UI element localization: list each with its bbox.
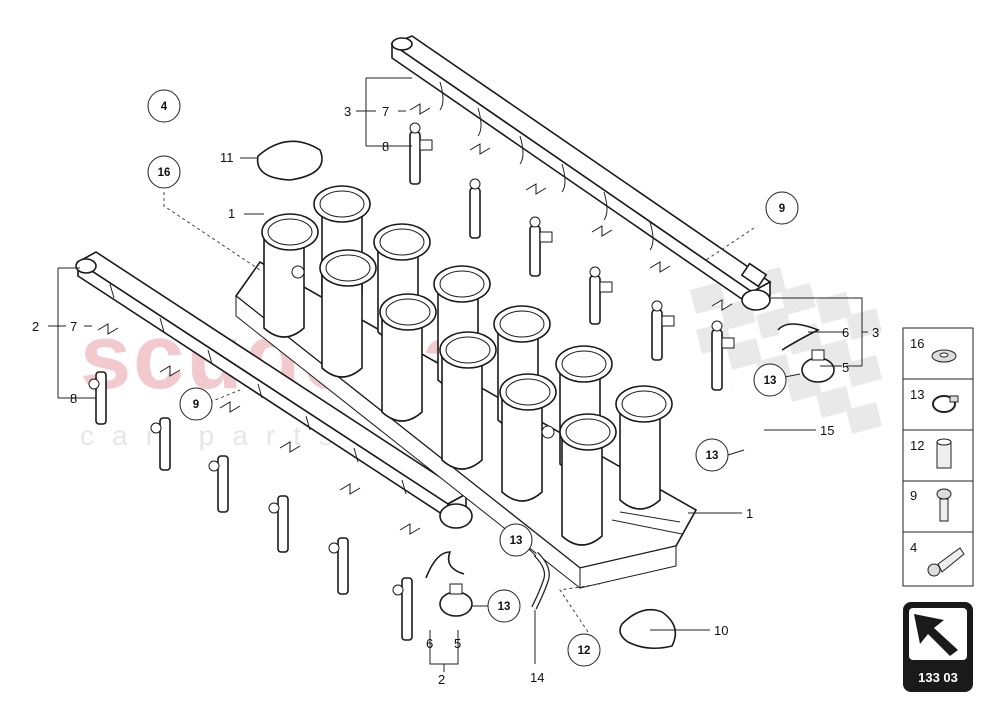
label-1-top: 1 bbox=[228, 206, 235, 221]
svg-text:4: 4 bbox=[161, 101, 168, 113]
svg-text:13: 13 bbox=[910, 387, 924, 402]
label-10: 10 bbox=[714, 623, 728, 638]
callout-12[interactable]: 12 bbox=[567, 633, 601, 667]
number-labels: 1 1 2 2 3 3 5 5 6 6 7 7 8 8 10 11 14 15 bbox=[32, 104, 879, 687]
o-ring-seal[interactable] bbox=[256, 140, 323, 181]
svg-text:9: 9 bbox=[910, 488, 917, 503]
legend-row-13[interactable]: 13 bbox=[910, 387, 959, 413]
legend-row-16[interactable]: 16 bbox=[910, 336, 957, 363]
washer-icon bbox=[931, 349, 957, 363]
label-8-left: 8 bbox=[70, 391, 77, 406]
spring-clip-upper[interactable] bbox=[777, 323, 820, 351]
label-6-right: 6 bbox=[842, 325, 849, 340]
arrow-up-left-icon bbox=[914, 614, 958, 656]
callout-16[interactable]: 16 bbox=[147, 155, 181, 189]
injector-u4 bbox=[589, 266, 613, 325]
diagram-nav-badge[interactable]: 133 03 bbox=[903, 602, 973, 692]
injector-u6 bbox=[711, 320, 735, 391]
svg-text:12: 12 bbox=[578, 645, 591, 657]
injector-l3 bbox=[208, 455, 229, 513]
callout-13-a[interactable]: 13 bbox=[753, 363, 787, 397]
runner-front-4 bbox=[439, 331, 497, 470]
injectors-lower[interactable] bbox=[88, 371, 413, 641]
injector-l5 bbox=[328, 537, 349, 595]
svg-text:13: 13 bbox=[764, 375, 777, 387]
svg-text:16: 16 bbox=[158, 167, 171, 179]
pressure-regulator-lower[interactable] bbox=[439, 583, 486, 617]
runner-front-6 bbox=[559, 413, 617, 546]
runner-front-2 bbox=[319, 249, 377, 378]
hose-clamp-icon bbox=[932, 395, 959, 413]
label-5-right: 5 bbox=[842, 360, 849, 375]
runner-back-6 bbox=[615, 385, 673, 510]
pressure-regulator-upper[interactable] bbox=[789, 349, 835, 383]
spring-clip-lower[interactable] bbox=[425, 551, 465, 579]
injector-l4 bbox=[268, 495, 289, 553]
retaining-clips[interactable] bbox=[97, 103, 733, 535]
label-14: 14 bbox=[530, 670, 544, 685]
manifold-gasket[interactable] bbox=[619, 608, 677, 650]
label-7-top: 7 bbox=[382, 104, 389, 119]
svg-text:13: 13 bbox=[510, 535, 523, 547]
label-8-top: 8 bbox=[382, 139, 389, 154]
injector-u3 bbox=[529, 216, 553, 277]
injector-u2 bbox=[469, 178, 481, 239]
svg-text:9: 9 bbox=[779, 203, 785, 215]
runner-front-5 bbox=[499, 373, 557, 502]
fuel-rail-upper[interactable] bbox=[390, 35, 772, 311]
legend-row-9[interactable]: 9 bbox=[910, 488, 952, 522]
injector-l6 bbox=[392, 577, 413, 641]
label-7-left: 7 bbox=[70, 319, 77, 334]
injector-u1 bbox=[409, 122, 433, 185]
svg-text:9: 9 bbox=[193, 399, 199, 411]
leader-lines bbox=[48, 77, 868, 672]
callout-13-b[interactable]: 13 bbox=[695, 438, 729, 472]
injector-u5 bbox=[651, 300, 675, 361]
label-1-right: 1 bbox=[746, 506, 753, 521]
fuel-hose-upper[interactable] bbox=[730, 383, 756, 454]
legend-panel: 16 13 12 9 bbox=[902, 327, 974, 587]
bolt-long-icon bbox=[927, 547, 965, 577]
callout-13-d[interactable]: 13 bbox=[487, 589, 521, 623]
svg-text:4: 4 bbox=[910, 540, 917, 555]
intake-runners[interactable] bbox=[261, 185, 673, 546]
label-3-top: 3 bbox=[344, 104, 351, 119]
label-2-bottom: 2 bbox=[438, 672, 445, 687]
legend-row-4[interactable]: 4 bbox=[910, 540, 965, 577]
callouts: 4 16 9 9 13 13 13 13 12 bbox=[147, 89, 799, 667]
label-3-right: 3 bbox=[872, 325, 879, 340]
label-6-bottom: 6 bbox=[426, 636, 433, 651]
injector-l2 bbox=[150, 417, 171, 471]
label-11: 11 bbox=[220, 150, 234, 165]
callout-4[interactable]: 4 bbox=[147, 89, 181, 123]
callout-13-c[interactable]: 13 bbox=[499, 523, 533, 557]
runner-front-3 bbox=[379, 293, 437, 422]
svg-text:13: 13 bbox=[706, 450, 719, 462]
injectors-upper[interactable] bbox=[409, 122, 735, 391]
label-5-bottom: 5 bbox=[454, 636, 461, 651]
label-2-left: 2 bbox=[32, 319, 39, 334]
label-15: 15 bbox=[820, 423, 834, 438]
svg-text:13: 13 bbox=[498, 601, 511, 613]
legend-row-12[interactable]: 12 bbox=[910, 438, 952, 469]
callout-9-lower[interactable]: 9 bbox=[179, 387, 213, 421]
svg-text:12: 12 bbox=[910, 438, 924, 453]
watermark-sub: car parts bbox=[80, 420, 351, 451]
runner-front-1 bbox=[261, 213, 319, 338]
sleeve-icon bbox=[936, 438, 952, 469]
bolt-short-icon bbox=[936, 488, 952, 522]
fuel-hose-lower[interactable] bbox=[531, 551, 550, 610]
callout-9-upper[interactable]: 9 bbox=[765, 191, 799, 225]
svg-text:16: 16 bbox=[910, 336, 924, 351]
diagram-code: 133 03 bbox=[918, 670, 958, 685]
